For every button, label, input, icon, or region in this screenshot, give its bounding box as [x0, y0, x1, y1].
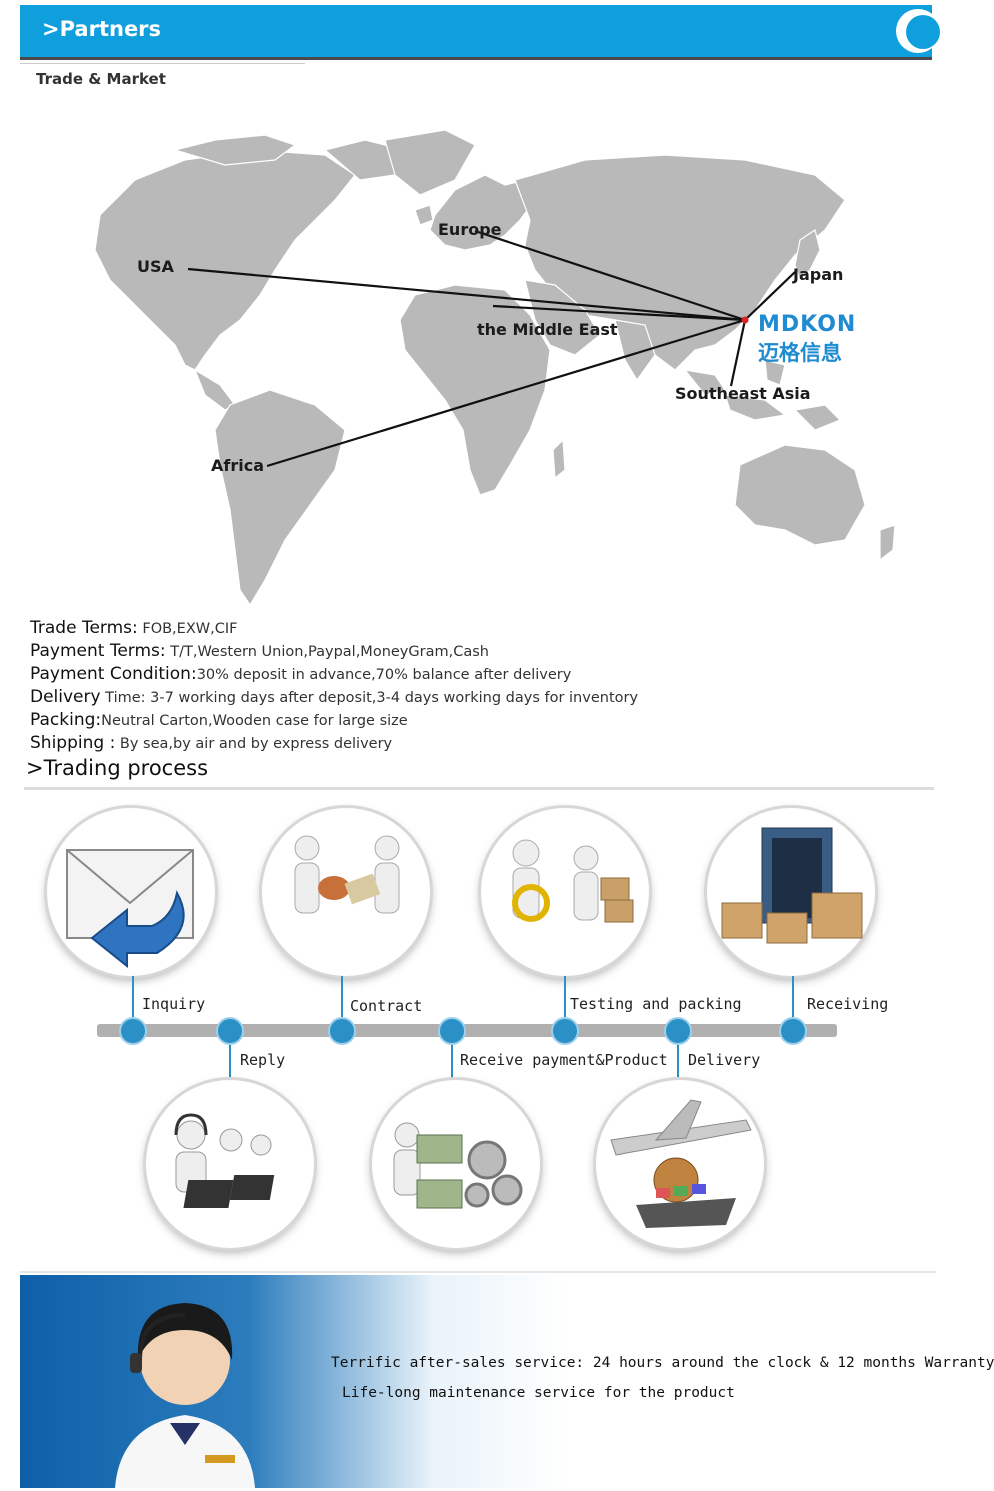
reply-image	[146, 1080, 314, 1248]
stem-reply	[229, 1034, 231, 1082]
divider	[20, 1271, 936, 1273]
stem-inquiry	[132, 976, 134, 1026]
delivery-image	[596, 1080, 764, 1248]
receive-payment-image	[372, 1080, 540, 1248]
airplane-ship-icon	[610, 1099, 752, 1228]
stem-delivery	[677, 1034, 679, 1082]
sub-title: Trade & Market	[36, 70, 166, 88]
timeline-dot-contract	[328, 1017, 356, 1045]
world-map: USA Europe Japan the Middle East Southea…	[25, 120, 930, 610]
stem-contract	[341, 976, 343, 1026]
contract-image	[262, 808, 430, 976]
section-header-partners: >Partners	[20, 5, 940, 60]
money-gears-icon	[393, 1122, 523, 1209]
term-packing: Packing:Neutral Carton,Wooden case for l…	[30, 710, 408, 730]
receiving-image	[707, 808, 875, 976]
term-delivery: Delivery Time: 3-7 working days after de…	[30, 687, 639, 707]
inquiry-image	[47, 808, 215, 976]
map-label-usa: USA	[137, 257, 174, 276]
map-label-europe: Europe	[438, 220, 502, 239]
divider	[24, 787, 934, 790]
after-sales-banner: Terrific after-sales service: 24 hours a…	[20, 1275, 994, 1488]
stem-receiving	[792, 976, 794, 1026]
section-title-trading-process: >Trading process	[26, 756, 209, 780]
map-label-japan: Japan	[793, 265, 844, 284]
term-shipping: Shipping : By sea,by air and by express …	[30, 733, 393, 753]
mdkon-logo-chinese: 迈格信息	[758, 341, 842, 365]
step-label-inquiry: Inquiry	[142, 995, 206, 1013]
world-map-graphic	[94, 129, 896, 607]
timeline-dot-testing	[551, 1017, 579, 1045]
stem-receive	[451, 1034, 453, 1082]
inspection-figures-icon	[512, 839, 634, 923]
after-sales-line-1: Terrific after-sales service: 24 hours a…	[331, 1355, 994, 1371]
section-title: >Partners	[42, 17, 162, 41]
term-payment-condition: Payment Condition:30% deposit in advance…	[30, 664, 572, 684]
container-boxes-icon	[721, 827, 863, 944]
step-label-contract: Contract	[350, 997, 423, 1015]
handshake-figures-icon	[294, 835, 400, 914]
step-label-receive: Receive payment&Product	[460, 1051, 668, 1069]
step-label-receiving: Receiving	[807, 995, 889, 1013]
trade-terms-list: Trade Terms: FOB,EXW,CIF Payment Terms: …	[30, 617, 638, 755]
envelope-icon	[66, 849, 194, 969]
mdkon-logo-latin: MDKON	[758, 312, 857, 337]
map-label-africa: Africa	[211, 456, 264, 475]
step-label-delivery: Delivery	[688, 1051, 761, 1069]
divider	[20, 63, 305, 64]
timeline-dot-receive	[438, 1017, 466, 1045]
timeline-dot-receiving	[779, 1017, 807, 1045]
map-label-southeast-asia: Southeast Asia	[675, 384, 811, 403]
term-trade: Trade Terms: FOB,EXW,CIF	[30, 618, 238, 638]
call-center-icon	[174, 1113, 275, 1208]
china-point	[741, 316, 749, 324]
agent-portrait-icon	[115, 1303, 255, 1488]
after-sales-line-2: Life-long maintenance service for the pr…	[342, 1385, 735, 1401]
map-label-middle-east: the Middle East	[477, 320, 618, 339]
step-label-testing: Testing and packing	[570, 995, 742, 1013]
stem-testing	[564, 976, 566, 1026]
timeline-dot-reply	[216, 1017, 244, 1045]
header-arc-inner	[906, 15, 940, 49]
testing-packing-image	[481, 808, 649, 976]
term-payment-terms: Payment Terms: T/T,Western Union,Paypal,…	[30, 641, 489, 661]
timeline-dot-inquiry	[119, 1017, 147, 1045]
timeline-dot-delivery	[664, 1017, 692, 1045]
step-label-reply: Reply	[240, 1051, 286, 1069]
process-timeline	[97, 1024, 837, 1037]
